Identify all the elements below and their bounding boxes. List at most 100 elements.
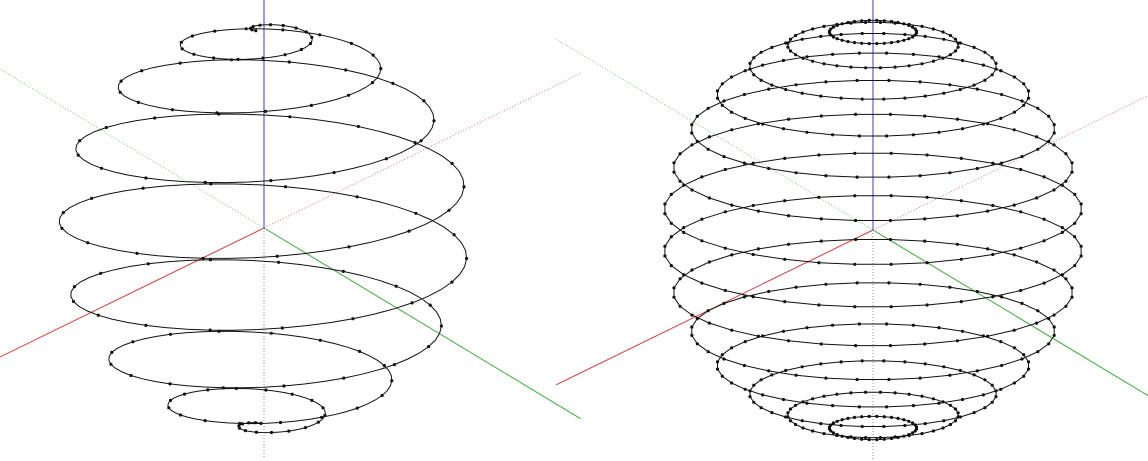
ring-vertex xyxy=(890,416,893,419)
ring-vertex xyxy=(840,424,843,427)
ring-vertex xyxy=(690,334,693,337)
spiral-vertex xyxy=(217,330,220,333)
ring-vertex xyxy=(679,180,682,183)
ring-vertex xyxy=(860,42,863,45)
ring-vertex xyxy=(817,153,820,156)
ring-vertex xyxy=(744,117,747,120)
ring-vertex xyxy=(858,322,861,325)
ring-vertex xyxy=(716,89,719,92)
ring-vertex xyxy=(730,329,733,332)
spiral-vertex xyxy=(255,431,258,434)
spiral-vertex xyxy=(77,154,80,157)
spiral-vertex xyxy=(169,399,172,402)
ring-vertex xyxy=(853,416,856,419)
ring-vertex xyxy=(1013,128,1016,131)
ring-vertex xyxy=(889,238,892,241)
ring-vertex xyxy=(840,97,843,100)
spiral-vertex xyxy=(288,60,291,63)
spiral-vertex xyxy=(202,257,205,260)
ring-vertex xyxy=(707,148,710,151)
ring-vertex xyxy=(801,30,804,33)
spiral-vertex xyxy=(230,58,233,61)
ring-vertex xyxy=(787,118,790,121)
ring-vertex xyxy=(959,41,962,44)
ring-vertex xyxy=(787,214,790,217)
ring-vertex xyxy=(724,289,727,292)
ring-vertex xyxy=(894,66,897,69)
ring-vertex xyxy=(722,155,725,158)
ring-vertex xyxy=(1036,107,1039,110)
spiral-vertex xyxy=(427,345,430,348)
spiral-vertex xyxy=(269,179,272,182)
ring-vertex xyxy=(864,436,867,439)
ring-vertex xyxy=(1061,226,1064,229)
ring-vertex xyxy=(730,128,733,131)
ring-vertex xyxy=(942,92,945,95)
left-y-axis-negative xyxy=(0,37,264,228)
ring-vertex xyxy=(949,53,952,56)
spiral-vertex xyxy=(440,324,443,327)
ring-vertex xyxy=(896,417,899,420)
ring-vertex xyxy=(767,167,770,170)
ring-vertex xyxy=(696,317,699,320)
ring-vertex xyxy=(783,258,786,261)
ring-vertex xyxy=(861,359,864,362)
ring-vertex xyxy=(890,305,893,308)
ring-vertex xyxy=(1052,268,1055,271)
ring-vertex xyxy=(941,30,944,33)
spiral-vertex xyxy=(144,176,147,179)
ring-vertex xyxy=(924,362,927,365)
left-x-axis-positive xyxy=(0,228,264,383)
ring-vertex xyxy=(1019,289,1022,292)
ring-vertex xyxy=(983,378,986,381)
ring-vertex xyxy=(1064,152,1067,155)
spiral-vertex xyxy=(244,429,247,432)
ring-vertex xyxy=(903,424,906,427)
ring-vertex xyxy=(730,381,733,384)
ring-vertex xyxy=(860,19,863,22)
ring-vertex xyxy=(811,27,814,30)
ring-vertex xyxy=(986,210,989,213)
ring-vertex xyxy=(854,344,857,347)
spiral-vertex xyxy=(131,340,134,343)
ring-vertex xyxy=(1052,143,1055,146)
ring-vertex xyxy=(902,435,905,438)
ring-vertex xyxy=(722,99,725,102)
ring-vertex xyxy=(999,340,1002,343)
ring-vertex xyxy=(1000,364,1003,367)
ring-vertex xyxy=(690,131,693,134)
spiral-vertex xyxy=(167,406,170,409)
ring-vertex xyxy=(983,406,986,409)
ring-vertex xyxy=(858,134,861,137)
ring-vertex xyxy=(912,53,915,56)
ring-vertex xyxy=(1013,329,1016,332)
ring-vertex xyxy=(1035,196,1038,199)
ring-vertex xyxy=(942,38,945,41)
ring-vertex xyxy=(811,429,814,432)
ring-vertex xyxy=(722,302,725,305)
ring-vertex xyxy=(682,184,685,187)
ring-vertex xyxy=(912,133,915,136)
ring-vertex xyxy=(757,210,760,213)
ring-vertex xyxy=(782,127,785,130)
ring-vertex xyxy=(760,378,763,381)
ring-vertex xyxy=(748,395,751,398)
spiral-vertex xyxy=(86,241,89,244)
ring-vertex xyxy=(801,92,804,95)
ring-vertex xyxy=(835,23,838,26)
ring-vertex xyxy=(911,431,914,434)
ring-vertex xyxy=(820,240,823,243)
ring-vertex xyxy=(782,59,785,62)
ring-vertex xyxy=(932,27,935,30)
ring-vertex xyxy=(835,393,838,396)
ring-vertex xyxy=(908,23,911,26)
ring-vertex xyxy=(801,38,804,41)
spiral-vertex xyxy=(411,301,414,304)
spiral-vertex xyxy=(318,33,321,36)
ring-vertex xyxy=(819,35,822,38)
spiral-vertex xyxy=(300,48,303,51)
spiral-vertex xyxy=(393,363,396,366)
spiral-vertex xyxy=(105,126,108,129)
ring-vertex xyxy=(919,283,922,286)
ring-vertex xyxy=(752,401,755,404)
